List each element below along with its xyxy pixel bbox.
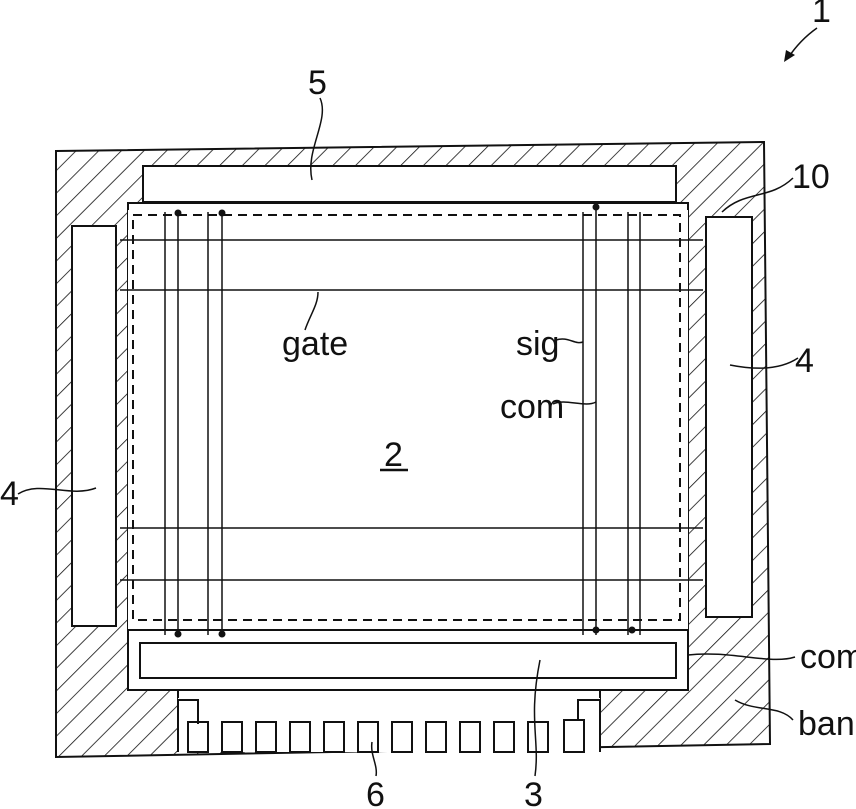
element-4-left-strip xyxy=(72,226,116,626)
reference-3-label: 3 xyxy=(524,776,543,809)
reference-4-left-label: 4 xyxy=(0,475,19,513)
reference-1-label: 1 xyxy=(812,0,831,30)
element-4-right-strip xyxy=(706,217,752,617)
display-base xyxy=(128,210,688,688)
reference-4-right-label: 4 xyxy=(795,342,814,380)
bank-label: bank xyxy=(798,705,856,743)
terminal-pads xyxy=(178,698,600,752)
reference-6-label: 6 xyxy=(366,776,385,809)
reference-10-label: 10 xyxy=(792,158,830,196)
com-line-label: com xyxy=(500,388,564,426)
gate-label: gate xyxy=(282,325,348,363)
sig-label: sig xyxy=(516,325,559,363)
element-5-top-strip xyxy=(143,166,676,202)
reference-2-label: 2 xyxy=(384,436,403,474)
reference-5-label: 5 xyxy=(308,64,327,102)
com-frame-label: com xyxy=(800,638,856,676)
